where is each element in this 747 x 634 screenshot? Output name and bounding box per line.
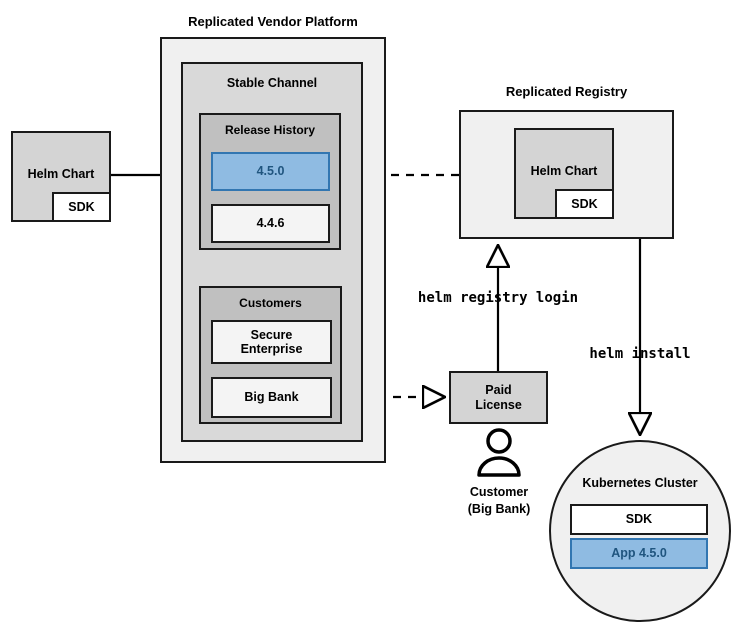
release-item-450[interactable]: 4.5.0 [211, 152, 330, 191]
cluster-item-app[interactable]: App 4.5.0 [570, 538, 708, 569]
customer-item-secure-enterprise[interactable]: Secure Enterprise [211, 320, 332, 364]
command-helm-registry-login: helm registry login [417, 290, 579, 306]
source-helm-chart-sdk[interactable]: SDK [52, 192, 111, 222]
vendor-platform-title: Replicated Vendor Platform [188, 14, 358, 29]
person-icon [470, 428, 528, 478]
customer-item-big-bank[interactable]: Big Bank [211, 377, 332, 418]
customers-label: Customers [239, 296, 302, 310]
release-history-label: Release History [224, 123, 316, 137]
paid-license-box[interactable]: Paid License [449, 371, 548, 424]
release-item-446[interactable]: 4.4.6 [211, 204, 330, 243]
stable-channel-label: Stable Channel [226, 76, 318, 90]
registry-title: Replicated Registry [505, 84, 628, 99]
command-helm-install: helm install [589, 346, 691, 362]
registry-helm-chart-sdk[interactable]: SDK [555, 189, 614, 219]
kubernetes-cluster-label: Kubernetes Cluster [582, 476, 698, 490]
cluster-item-sdk[interactable]: SDK [570, 504, 708, 535]
customer-actor-label: Customer (Big Bank) [467, 485, 531, 516]
